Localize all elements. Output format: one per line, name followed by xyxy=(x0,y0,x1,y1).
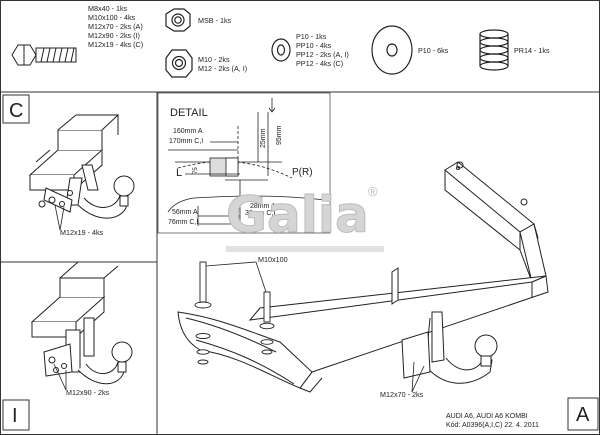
detail-dim-75: 75 xyxy=(193,167,199,174)
detail-dim-170: 170mm C,I xyxy=(169,138,203,145)
bolt-list-2: M12x70 - 2ks (A) xyxy=(88,22,143,31)
hex-nut-icon xyxy=(165,49,193,78)
detail-box: DETAIL 160mm A 170mm C,I 25mm xyxy=(157,92,331,234)
parts-strip: M8x40 - 1ks M10x100 - 4ks M12x70 - 2ks (… xyxy=(0,4,600,93)
washer-list-3: PP12 - 4ks (C) xyxy=(296,59,343,68)
bolt-list-4: M12x19 - 4ks (C) xyxy=(88,40,143,49)
nut-list-1: M12 - 2ks (A, I) xyxy=(198,64,247,73)
spring-icon xyxy=(479,29,509,71)
detail-dim-160: 160mm A xyxy=(173,128,203,135)
bolt-icon xyxy=(11,44,77,66)
panel-i-bolt-label: M12x90 - 2ks xyxy=(66,388,110,397)
detail-dim-28: 28mm A xyxy=(250,203,276,210)
washer-list-2: PP12 - 2ks (A, I) xyxy=(296,50,349,59)
svg-text:Galia: Galia xyxy=(226,186,369,244)
svg-text:®: ® xyxy=(368,184,378,199)
large-washer-label: P10 - 6ks xyxy=(418,46,449,55)
nut-list-0: M10 - 2ks xyxy=(198,55,230,64)
detail-label-pr: P(R) xyxy=(292,167,313,178)
bolt-list-1: M10x100 - 4ks xyxy=(88,13,136,22)
footer-model: AUDI A6, AUDI A6 KOMBI xyxy=(446,413,528,420)
washer-icon xyxy=(271,38,291,62)
panel-a-letter: A xyxy=(576,404,590,426)
detail-dim-25: 25mm xyxy=(260,128,267,148)
detail-dim-95: 95mm xyxy=(276,125,283,145)
main-bolt-label: M10x100 xyxy=(258,255,288,264)
footer-code: Kód: A0396(A,I,C) 22. 4. 2011 xyxy=(446,422,539,429)
panel-i-letter: I xyxy=(12,405,18,427)
washer-list-1: PP10 - 4ks xyxy=(296,41,332,50)
hitch-i-drawing xyxy=(30,261,133,385)
left-panels: C M12x19 - 4ks I xyxy=(0,92,158,435)
detail-title: DETAIL xyxy=(170,107,208,119)
detail-dim-76: 76mm C,I xyxy=(168,219,198,226)
main-hitch-drawing xyxy=(177,161,549,393)
panel-a-bolt-label: M12x70 - 2ks xyxy=(380,390,424,399)
msb-nut-label: MSB - 1ks xyxy=(198,16,232,25)
panel-c-letter: C xyxy=(9,100,23,122)
detail-dim-38: 38mm C,I xyxy=(245,210,275,217)
hitch-c-drawing xyxy=(28,114,135,219)
detail-dim-56: 56mm A xyxy=(172,209,198,216)
bolt-list-0: M8x40 - 1ks xyxy=(88,4,128,13)
large-washer-icon xyxy=(371,25,413,75)
bolt-list-3: M12x90 - 2ks (I) xyxy=(88,31,140,40)
nut-icon xyxy=(165,8,191,32)
spring-label: PR14 - 1ks xyxy=(514,46,550,55)
washer-list-0: P10 - 1ks xyxy=(296,32,327,41)
leader-lines xyxy=(205,261,425,393)
panel-c-bolt-label: M12x19 - 4ks xyxy=(60,228,104,237)
detail-label-l: L xyxy=(176,167,182,179)
galia-logo: Galia ® xyxy=(226,184,384,252)
